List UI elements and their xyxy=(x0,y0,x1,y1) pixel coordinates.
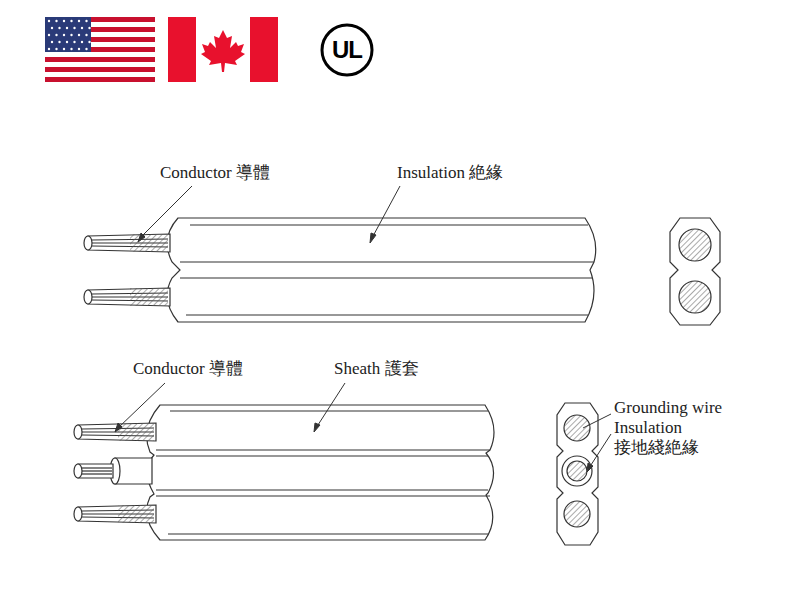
three-core-cable xyxy=(74,405,494,540)
part-label: Conductor 導體 xyxy=(133,359,243,379)
canada-flag xyxy=(168,17,278,82)
us-flag xyxy=(45,17,155,82)
part-label: Insulation 絶緣 xyxy=(397,163,503,183)
part-label: 接地綫絶緣 xyxy=(614,438,699,458)
part-label: Grounding wire xyxy=(614,398,722,418)
ul-logo: UL xyxy=(320,23,374,77)
part-label: Insulation xyxy=(614,418,682,438)
part-label: Sheath 護套 xyxy=(334,359,419,379)
two-core-cable xyxy=(84,218,596,322)
three-core-section xyxy=(557,403,598,545)
logo-text: UL xyxy=(332,38,362,62)
two-core-section xyxy=(670,218,720,325)
leader-lines xyxy=(115,186,611,472)
part-label: Conductor 導體 xyxy=(160,163,270,183)
